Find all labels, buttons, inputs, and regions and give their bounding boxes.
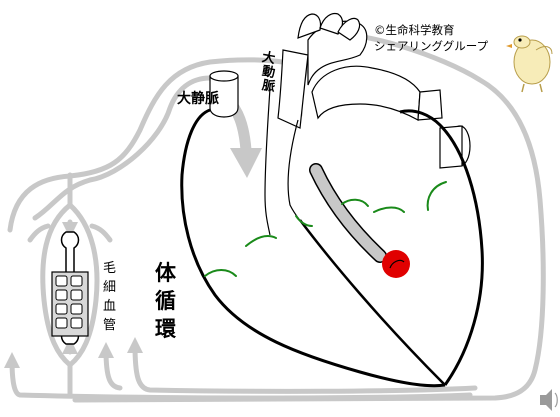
chick-mascot-icon: [506, 35, 553, 93]
systemic-label-char: 環: [155, 317, 176, 341]
copyright-notice: ©生命科学教育 シェアリンググループ: [374, 22, 488, 54]
aorta-trunk: [277, 49, 309, 129]
septum-thin: [287, 119, 305, 227]
return-line-3: [98, 341, 123, 391]
inferior-vena-cava-label: 大静脈: [177, 91, 219, 107]
vena-cava-tube: [209, 76, 239, 118]
capillary-label: 毛 細 血 管: [103, 262, 116, 332]
coronary-4: [341, 198, 369, 207]
speaker-icon[interactable]: [540, 389, 558, 411]
coronary-2: [245, 235, 277, 247]
aorta-label-char: 脈: [260, 77, 277, 96]
vena-cava-opening: [209, 70, 239, 82]
sinoatrial-node: [382, 250, 410, 278]
coronary-vessels: [204, 181, 447, 277]
capillary-label-char: 血: [103, 299, 117, 314]
venous-return-middle-line: [32, 75, 213, 221]
aortic-branch-1: [297, 13, 322, 39]
capillary-tissue: [51, 231, 89, 345]
copyright-line-1: ©生命科学教育: [374, 23, 455, 37]
systemic-circulation-label: 体 循 環: [155, 263, 176, 340]
left-heart-outline: [399, 109, 484, 386]
right-heart-outline: [180, 108, 446, 388]
systemic-label-char: 循: [155, 289, 176, 313]
aorta-label: 大 動 脈: [260, 50, 277, 96]
circulation-flow-lines: [4, 31, 546, 403]
coronary-3: [295, 215, 313, 227]
return-line-1: [127, 336, 478, 394]
venous-branch-left: [27, 223, 51, 243]
capillary-outline-right: [67, 202, 100, 368]
capillary-label-char: 毛: [103, 261, 117, 276]
pulmonary-vein: [439, 125, 463, 169]
coronary-5: [373, 206, 405, 213]
venous-return-upper-line: [7, 57, 298, 233]
copyright-line-2: シェアリンググループ: [374, 39, 489, 53]
ventricle-septum: [299, 219, 446, 386]
tissue-cells: [55, 275, 83, 329]
systemic-label-char: 体: [155, 261, 176, 285]
coronary-1: [204, 269, 237, 277]
aortic-branch-3: [337, 17, 361, 41]
great-vessels: [209, 12, 471, 169]
aortic-inner-vessel: [309, 163, 387, 263]
capillary-outline-left: [40, 202, 73, 368]
coronary-6: [426, 181, 447, 211]
capillary-label-char: 細: [103, 280, 117, 295]
heart-outline: [180, 87, 484, 388]
right-atrium-border: [264, 87, 271, 236]
return-line-2: [4, 351, 473, 401]
systemic-outflow-line: [72, 31, 546, 403]
capillary-label-char: 管: [103, 318, 117, 333]
venous-branch-right: [89, 223, 113, 243]
